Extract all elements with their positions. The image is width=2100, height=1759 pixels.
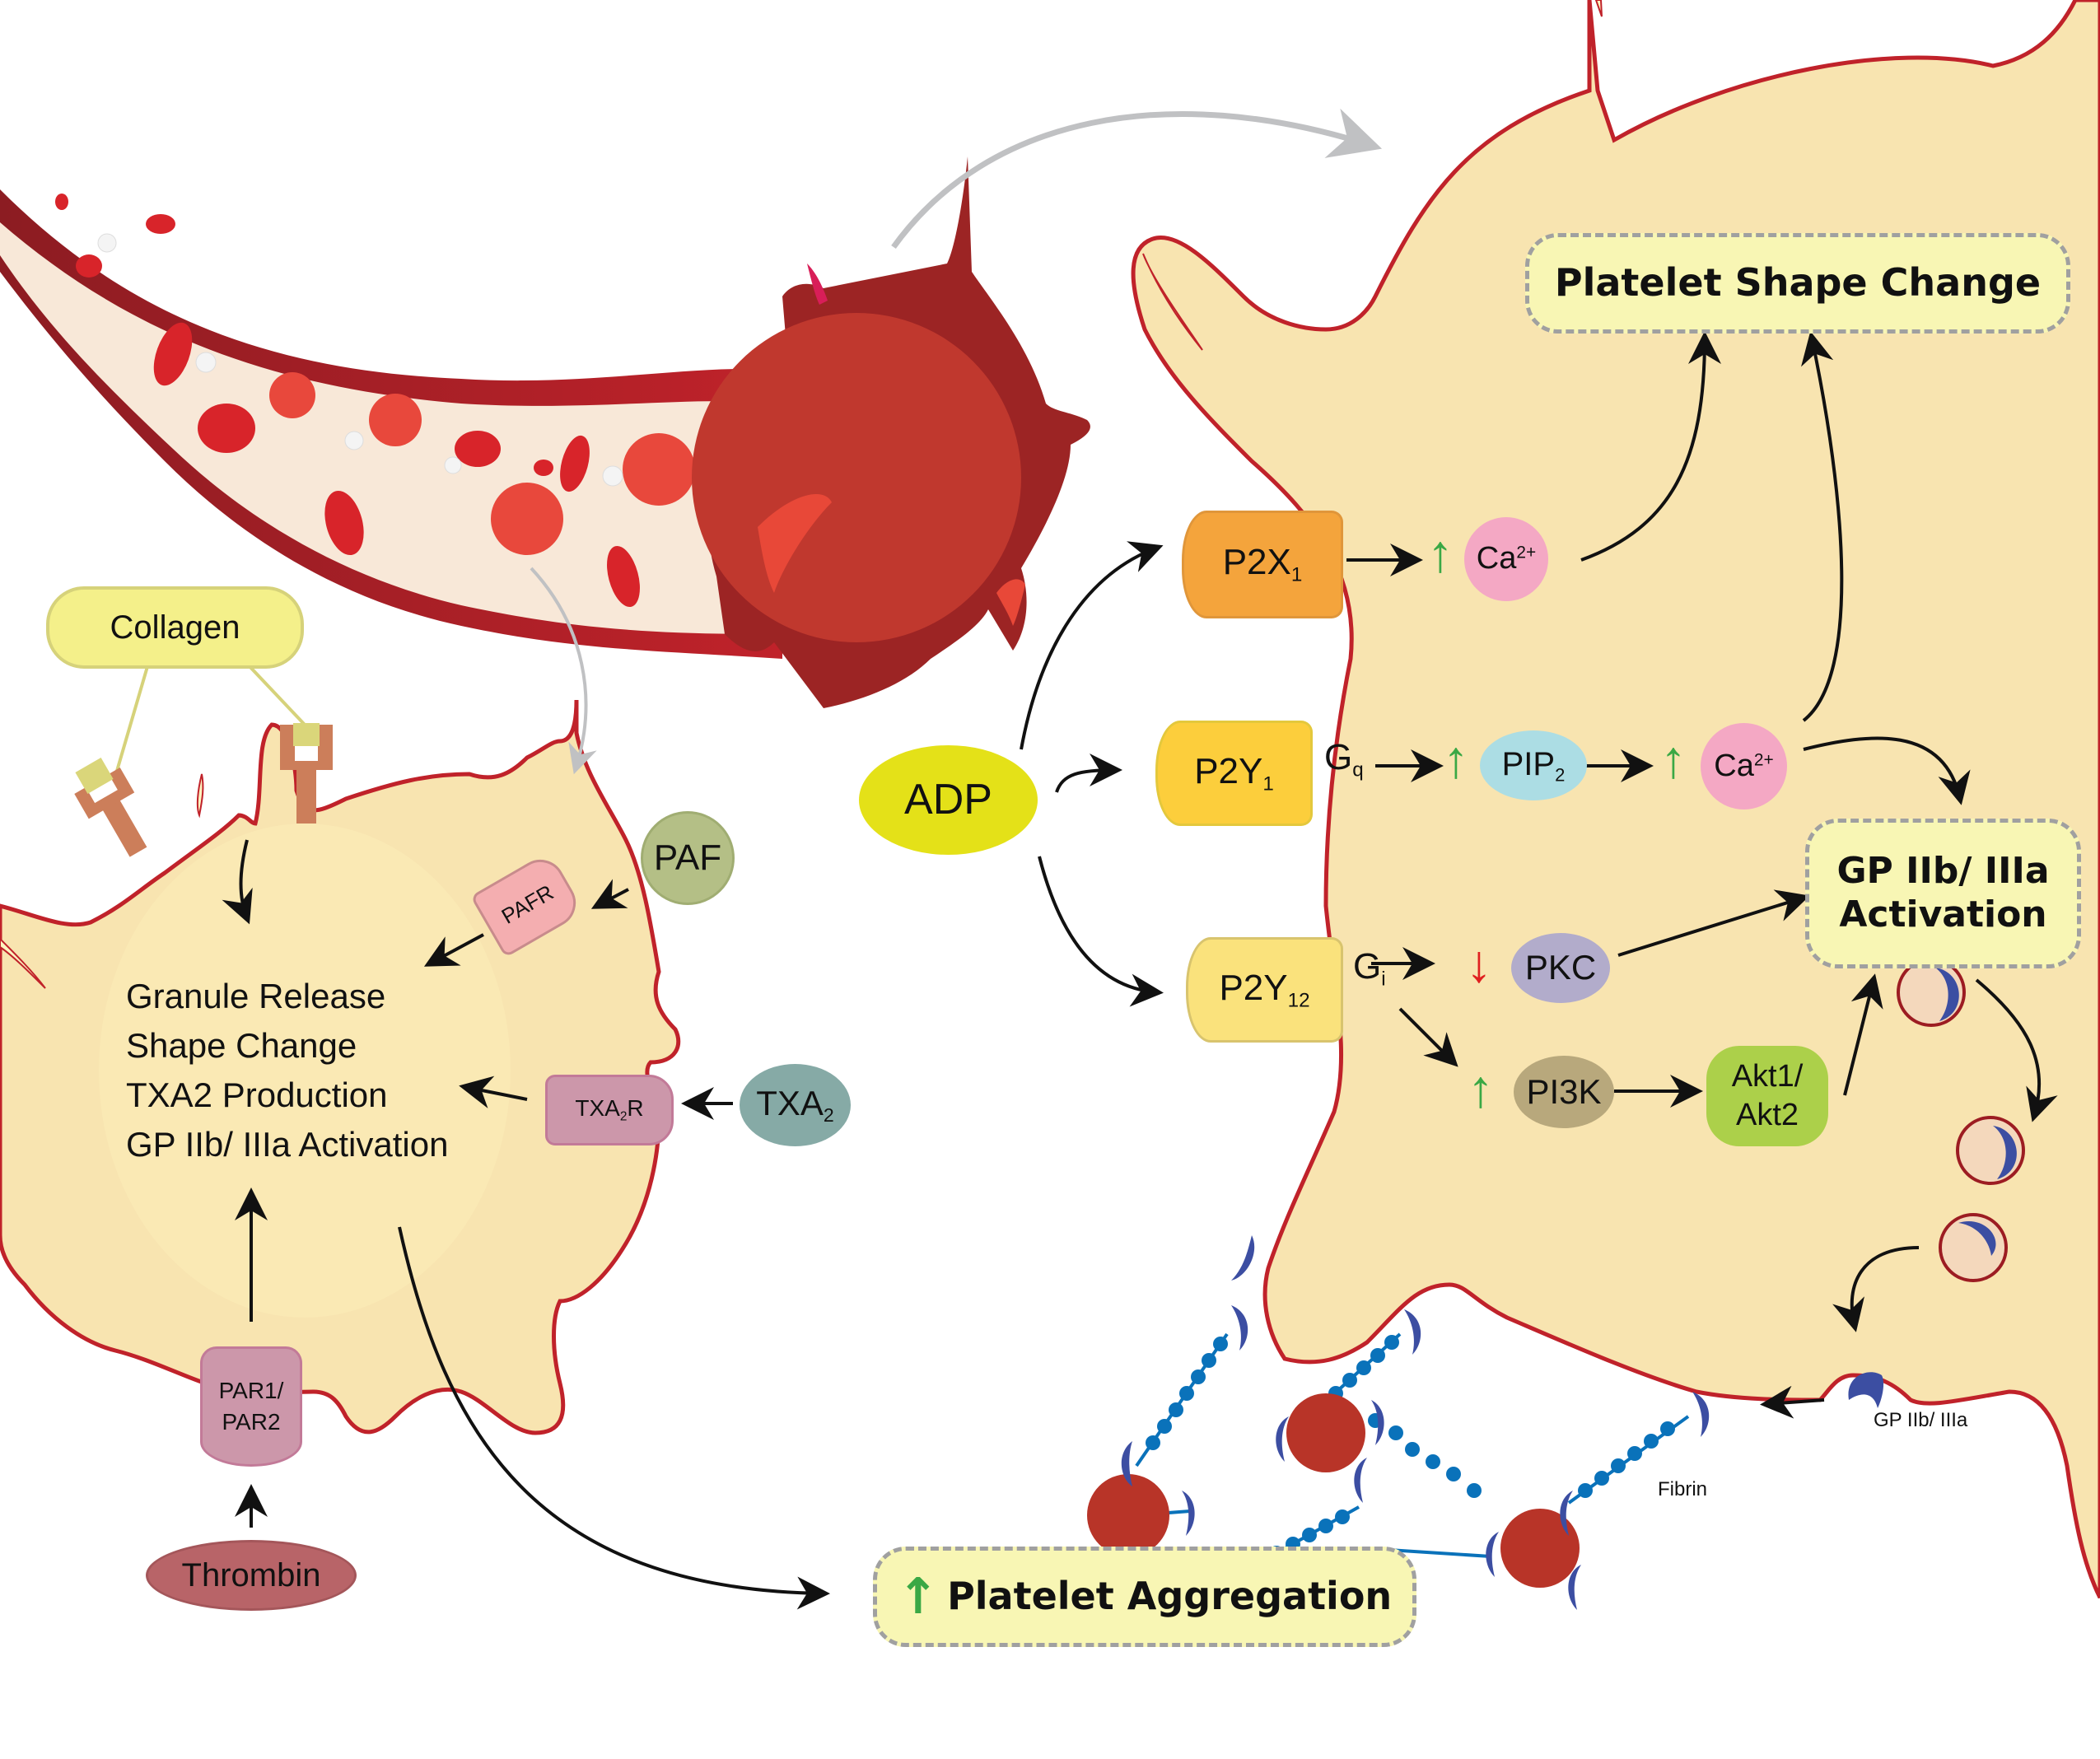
decrease-arrow: ↓ — [1466, 934, 1492, 993]
adp-label: ADP — [904, 776, 992, 824]
platelet-in-vessel — [269, 372, 315, 418]
p2y12-label: P2Y12 — [1219, 967, 1310, 1012]
increase-arrow: ↑ — [897, 1568, 940, 1626]
pip2-node[interactable]: PIP2 — [1480, 730, 1587, 800]
process-item: Shape Change — [126, 1026, 357, 1065]
platelet-aggregation-box[interactable]: ↑ Platelet Aggregation — [873, 1547, 1416, 1647]
fibrin-label: Fibrin — [1658, 1478, 1708, 1500]
pkc-label: PKC — [1524, 948, 1597, 987]
pi3k-label: PI3K — [1526, 1071, 1602, 1111]
fibrin-strand — [1146, 1335, 1675, 1561]
increase-arrow: ↑ — [1660, 730, 1687, 789]
gp-iib-iiia-receptor — [1121, 1235, 1710, 1610]
increase-arrow: ↑ — [1443, 730, 1469, 789]
collagen-label: Collagen — [110, 609, 240, 646]
increase-arrow: ↑ — [1427, 524, 1454, 583]
process-item: GP IIb/ IIIa Activation — [126, 1125, 449, 1164]
paf-node[interactable]: PAF — [641, 811, 735, 905]
gq-protein-label: Gq — [1324, 737, 1364, 782]
platelet-shape-change-box[interactable]: Platelet Shape Change — [1525, 233, 2070, 334]
calcium-label: Ca2+ — [1476, 541, 1537, 576]
process-item: TXA2 Production — [126, 1075, 388, 1114]
akt-label-line2: Akt2 — [1735, 1098, 1799, 1132]
platelet-aggregation-label: Platelet Aggregation — [947, 1574, 1393, 1619]
txa2r-label: TXA2R — [575, 1095, 644, 1124]
platelet-shape-change-label: Platelet Shape Change — [1554, 260, 2042, 306]
red-blood-cell — [146, 214, 175, 234]
txa2r-receptor[interactable]: TXA2R — [545, 1075, 674, 1145]
p2y1-receptor[interactable]: P2Y1 — [1155, 721, 1313, 826]
granule-vesicle — [1897, 958, 1966, 1027]
increase-arrow: ↑ — [1468, 1059, 1494, 1118]
red-blood-cell — [55, 194, 68, 210]
activated-platelet-large — [692, 156, 1090, 708]
txa2-label: TXA2 — [756, 1083, 834, 1126]
gp-iib-iiia-label: GP IIb/ IIIa — [1874, 1409, 1968, 1431]
calcium-node-mid[interactable]: Ca2+ — [1701, 723, 1787, 810]
cytoplasm-glow — [99, 824, 511, 1318]
red-blood-cell — [198, 404, 255, 453]
activated-platelet-right — [1131, 0, 2100, 1599]
adp-node[interactable]: ADP — [859, 745, 1038, 855]
calcium-label: Ca2+ — [1714, 748, 1774, 783]
p2y12-receptor[interactable]: P2Y12 — [1186, 937, 1343, 1043]
platelet-in-vessel — [369, 394, 422, 446]
pafr-label: PAFR — [497, 879, 558, 929]
collagen-receptor — [74, 757, 147, 857]
platelet-in-vessel — [623, 433, 695, 506]
granule-vesicle — [1956, 1116, 2025, 1185]
thrombin-label: Thrombin — [181, 1557, 321, 1593]
red-blood-cell — [560, 435, 590, 492]
left-platelet-process-list: Granule Release Shape Change TXA2 Produc… — [126, 972, 448, 1169]
p2y1-label: P2Y1 — [1194, 750, 1274, 796]
pi3k-node[interactable]: PI3K — [1514, 1056, 1614, 1128]
red-blood-cell — [455, 431, 501, 467]
gray-flow-arrow — [891, 108, 1383, 250]
pseudopod-highlight — [1142, 253, 1203, 351]
gray-flow-arrow — [530, 567, 597, 775]
aggregated-platelet — [1286, 1393, 1365, 1472]
gi-protein-label: Gi — [1353, 946, 1386, 991]
gp-activation-label-line2: Activation — [1839, 893, 2047, 935]
granule-vesicle — [1939, 1213, 2008, 1282]
txa2-node[interactable]: TXA2 — [740, 1064, 851, 1146]
collagen-node[interactable]: Collagen — [46, 586, 304, 669]
par-label-line1: PAR1/ — [218, 1378, 284, 1404]
collagen-receptor — [280, 723, 333, 824]
red-blood-cell — [153, 322, 193, 386]
gp-activation-label-line1: GP IIb/ IIIa — [1836, 850, 2050, 893]
red-blood-cell — [534, 460, 553, 476]
par-label-line2: PAR2 — [222, 1409, 281, 1435]
p2x1-receptor[interactable]: P2X1 — [1182, 511, 1343, 618]
platelet-aggregate — [1087, 1235, 1710, 1610]
p2x1-label: P2X1 — [1222, 542, 1303, 586]
aggregated-platelet — [1500, 1509, 1580, 1588]
gp-iib-iiia-receptor — [1848, 1372, 1884, 1408]
pkc-node[interactable]: PKC — [1511, 933, 1610, 1003]
aggregated-platelet — [1087, 1474, 1169, 1556]
akt-node[interactable]: Akt1/ Akt2 — [1706, 1046, 1828, 1146]
pip2-label: PIP2 — [1501, 745, 1566, 786]
paf-label: PAF — [653, 837, 722, 878]
process-item: Granule Release — [126, 977, 386, 1015]
thrombin-node[interactable]: Thrombin — [146, 1540, 357, 1611]
blood-vessel — [0, 189, 782, 659]
par-receptor[interactable]: PAR1/ PAR2 — [200, 1346, 302, 1467]
red-blood-cell — [324, 490, 364, 556]
red-blood-cell — [76, 254, 102, 278]
platelet-in-vessel — [491, 483, 563, 555]
red-blood-cell — [607, 546, 640, 607]
calcium-node-top[interactable]: Ca2+ — [1464, 517, 1548, 601]
akt-label-line1: Akt1/ — [1731, 1058, 1804, 1094]
gp-activation-box[interactable]: GP IIb/ IIIa Activation — [1805, 819, 2081, 968]
